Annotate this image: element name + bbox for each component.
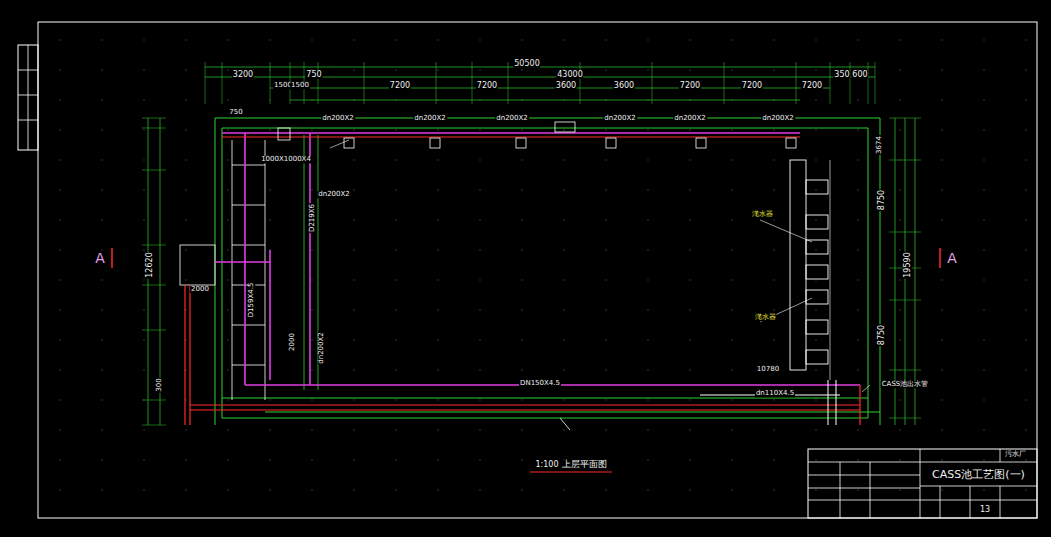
drawing-annotation: 7200 — [476, 82, 498, 90]
section-mark — [112, 248, 940, 268]
drawing-annotation: 50500 — [513, 60, 540, 68]
drawing-annotation: 滗水器 — [751, 211, 774, 218]
title-block-grid — [808, 449, 1037, 518]
drawing-annotation: 8750 — [878, 189, 886, 211]
drawing-annotation: 污水厂 — [1004, 451, 1027, 458]
drawing-annotation: 8750 — [878, 324, 886, 346]
drawing-annotation: 12620 — [146, 251, 154, 278]
title-block-cell: CASS池工艺图(一) — [921, 463, 1036, 485]
drawing-annotation: A — [946, 251, 958, 266]
drawing-annotation: A — [94, 251, 106, 266]
drawing-annotation: 750 — [305, 71, 322, 79]
drawing-annotation: D219X6 — [309, 203, 316, 233]
pipe-fittings — [278, 122, 796, 148]
drawing-annotation: 1000X1000X4 — [260, 156, 312, 163]
drawing-annotation: dn200X2 — [603, 115, 637, 122]
drawing-annotation: 7200 — [389, 82, 411, 90]
drawing-annotation: 3600 — [555, 82, 577, 90]
drawing-annotation: 300 — [156, 377, 163, 392]
break-line — [560, 418, 570, 430]
drawing-annotation: dn200X2 — [318, 331, 325, 365]
drawing-annotation: 3600 — [613, 82, 635, 90]
drawing-annotation: 7200 — [801, 82, 823, 90]
drawing-annotation: dn110X4.5 — [755, 390, 795, 397]
drawing-annotation: CASS池出水管 — [881, 381, 930, 388]
drawing-annotation: dn200X2 — [413, 115, 447, 122]
drawing-annotation: 350 — [833, 71, 850, 79]
caption-underline — [530, 472, 612, 473]
drawing-annotation: dn200X2 — [321, 115, 355, 122]
drawing-annotation: 1:100 — [534, 461, 559, 469]
inlet-well — [180, 245, 215, 285]
tank-wall — [215, 118, 880, 425]
sheet-frame — [18, 22, 1037, 518]
drawing-annotation: 19590 — [904, 251, 912, 278]
title-block-cell: 13 — [971, 501, 999, 517]
drawing-annotation: 滗水器 — [754, 314, 777, 321]
drawing-annotation: D159X4.5 — [248, 282, 255, 319]
air-pipe — [185, 137, 860, 425]
drawing-annotation: 43000 — [556, 71, 583, 79]
drawing-annotation: dn200X2 — [673, 115, 707, 122]
drawing-annotation: 10780 — [756, 366, 780, 373]
drawing-annotation: 1500 — [290, 82, 310, 89]
baffle-wall — [304, 135, 318, 390]
drawing-annotation: DN150X4.5 — [519, 380, 561, 387]
title-block — [808, 449, 1037, 518]
sludge-pipe — [215, 133, 860, 385]
decanter-frame — [830, 160, 831, 380]
drawing-annotation: dn200X2 — [495, 115, 529, 122]
drawing-annotation: 7200 — [679, 82, 701, 90]
drawing-annotation: dn200X2 — [761, 115, 795, 122]
drawing-annotation: 750 — [228, 109, 243, 116]
dim-extension — [142, 62, 921, 425]
compartments — [232, 140, 265, 400]
drawing-annotation: 2000 — [289, 332, 296, 352]
grid-dots — [59, 39, 1027, 491]
drawing-annotation: 7200 — [741, 82, 763, 90]
outlet-pipe — [700, 380, 840, 425]
title-text: CASS池工艺图(一) — [932, 467, 1025, 482]
drawing-annotation: dn200X2 — [317, 191, 351, 198]
decanter — [790, 160, 828, 370]
drawing-annotation: 600 — [851, 71, 868, 79]
leader-lines — [330, 140, 870, 392]
drawing-annotation: 2000 — [190, 286, 210, 293]
drawing-annotation: 3200 — [232, 71, 254, 79]
dim-lines — [148, 67, 915, 425]
drawing-caption: 上层平面图 — [561, 460, 608, 469]
frame-strip — [18, 45, 38, 150]
title-text: 13 — [980, 505, 990, 514]
drawing-annotation: 3674 — [876, 135, 883, 155]
